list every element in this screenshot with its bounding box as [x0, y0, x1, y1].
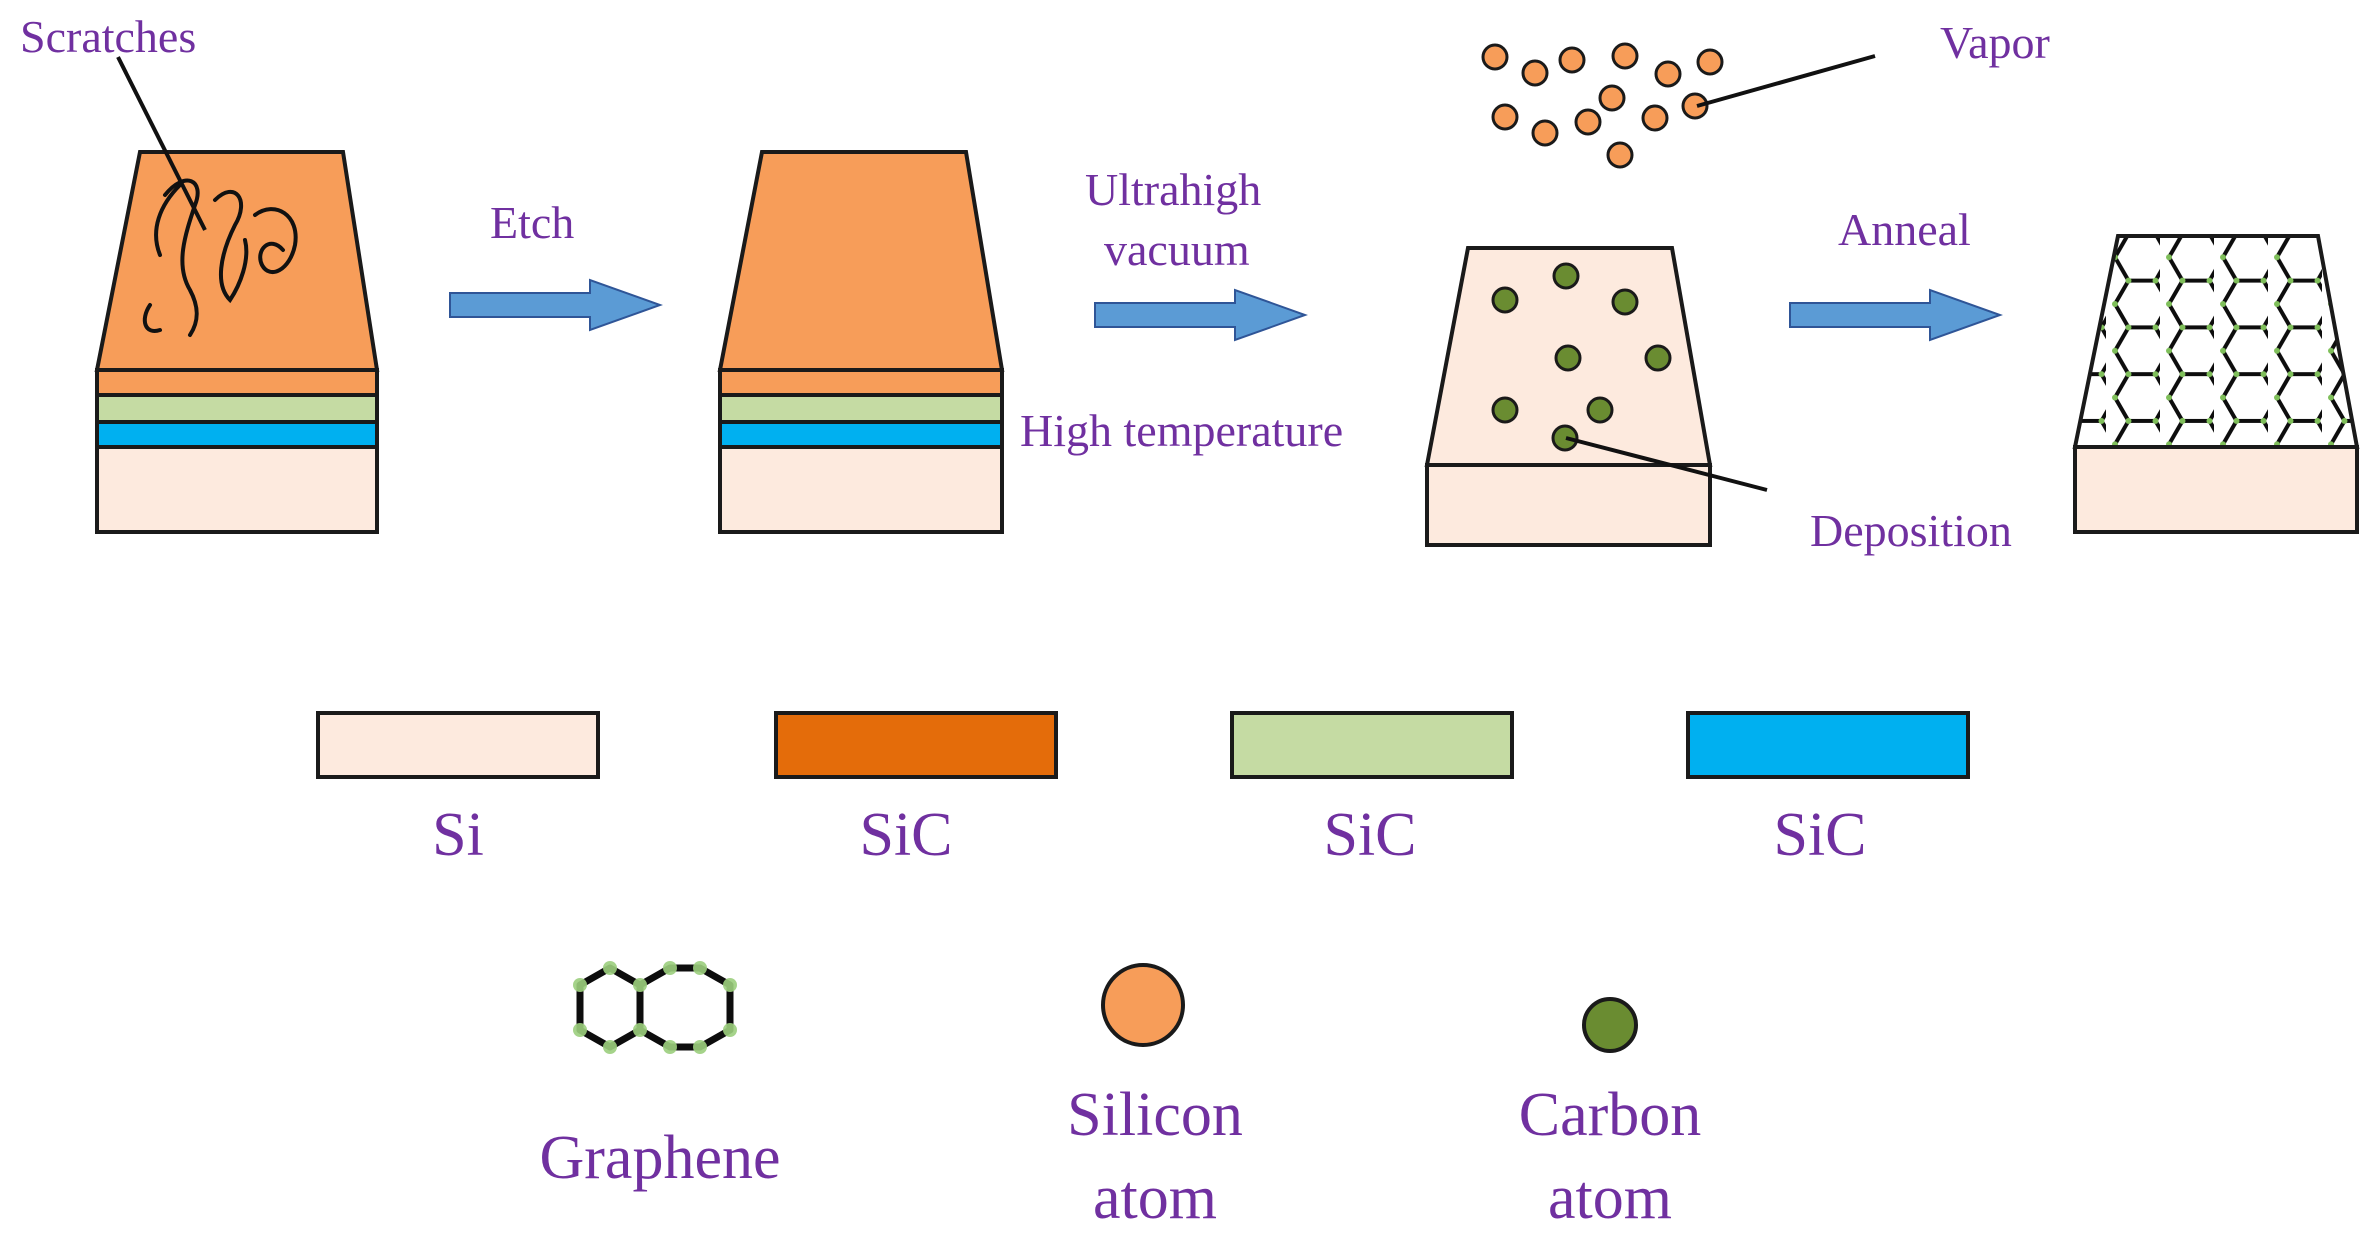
deposition-label: Deposition [1810, 505, 2012, 556]
si-substrate-block [2073, 445, 2359, 534]
legend-item-si: Si [316, 711, 600, 869]
sic-orange-layer [95, 368, 379, 397]
stage-4-graphene-wafer [2072, 234, 2360, 534]
sic-orange-swatch [774, 711, 1058, 779]
sic-blue-legend-label: SiC [1773, 801, 1866, 869]
graphene-hexagon-icon [573, 961, 737, 1054]
high-temperature-label: High temperature [1020, 405, 1343, 456]
ultrahigh-label: Ultrahigh [1085, 164, 1261, 215]
si-swatch [316, 711, 600, 779]
silicon-legend-label-line1: Silicon [1067, 1081, 1243, 1149]
scratches-label: Scratches [20, 11, 196, 62]
layer-legend: Si SiC SiC SiC [316, 711, 1970, 869]
si-substrate-layer [718, 445, 1004, 534]
vapor-silicon-atoms [1481, 42, 1724, 169]
vapor-label: Vapor [1940, 17, 2050, 68]
vacuum-arrow [1094, 288, 1308, 342]
silicon-atom-icon [1101, 963, 1185, 1047]
carbon-atom-icon [1582, 997, 1638, 1053]
scratches-pointer-line [116, 56, 207, 231]
scratch-marks [142, 178, 298, 337]
sic-top-trapezoid [94, 150, 380, 372]
etch-label: Etch [490, 197, 574, 248]
silicon-legend-label-line2: atom [1093, 1164, 1217, 1232]
sic-top-trapezoid [717, 150, 1005, 372]
sic-blue-layer [718, 420, 1004, 449]
legend-item-silicon-atom: Silicon atom [1067, 963, 1243, 1232]
legend-item-graphene: Graphene [540, 961, 781, 1192]
sic-blue-layer [95, 420, 379, 449]
sic-orange-layer [718, 368, 1004, 397]
sic-green-layer [95, 393, 379, 424]
legend-item-sic-blue: SiC [1686, 711, 1970, 869]
graphene-top-trapezoid [2072, 234, 2360, 449]
sic-green-layer [718, 393, 1004, 424]
graphene-legend-label: Graphene [540, 1124, 781, 1192]
sic-green-legend-label: SiC [1323, 801, 1416, 869]
stage-3-deposition-substrate [1424, 246, 1713, 547]
carbon-legend-label-line2: atom [1548, 1164, 1672, 1232]
legend-item-sic-orange: SiC [774, 711, 1058, 869]
sic-orange-legend-label: SiC [859, 801, 952, 869]
legend-item-carbon-atom: Carbon atom [1519, 997, 1702, 1232]
sic-blue-swatch [1686, 711, 1970, 779]
symbol-legend: Graphene Silicon atom Carbon atom [540, 961, 1702, 1232]
si-substrate-layer [95, 445, 379, 534]
carbon-legend-label-line1: Carbon [1519, 1081, 1702, 1149]
etch-arrow [449, 278, 663, 332]
deposited-carbon-atoms [1491, 262, 1672, 452]
legend-item-sic-green: SiC [1230, 711, 1514, 869]
vacuum-label: vacuum [1104, 224, 1250, 275]
si-legend-label: Si [432, 801, 484, 869]
sic-green-swatch [1230, 711, 1514, 779]
anneal-label: Anneal [1838, 204, 1971, 255]
vapor-pointer-line [1696, 54, 1876, 108]
stage-1-scratched-wafer [94, 56, 380, 534]
stage-2-etched-wafer [717, 150, 1005, 534]
si-substrate-block [1425, 463, 1712, 547]
deposition-pointer-line [1565, 436, 1768, 492]
anneal-arrow [1789, 288, 2003, 342]
